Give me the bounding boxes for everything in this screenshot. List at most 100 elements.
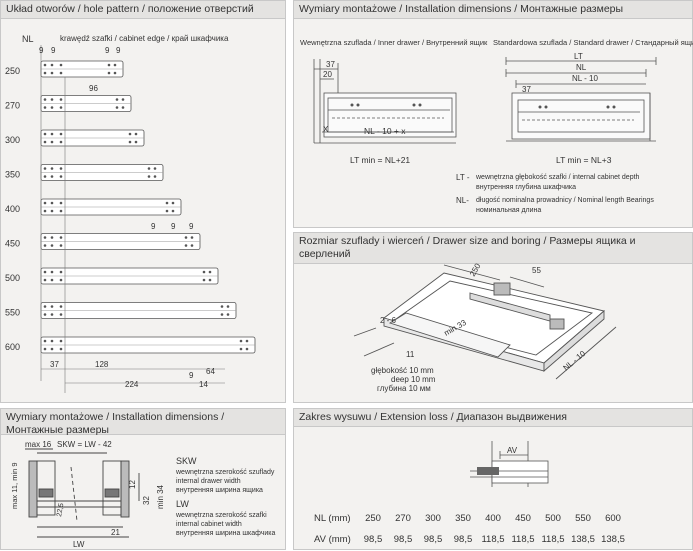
av-cell: 118,5	[541, 534, 565, 545]
mount-hole	[43, 347, 47, 351]
dim-96-label: 96	[89, 84, 98, 93]
lw-line2: internal cabinet width	[176, 521, 242, 528]
mount-hole	[43, 278, 47, 282]
mount-hole	[153, 167, 157, 170]
dim-9-label: 9	[116, 46, 121, 55]
nl-row-label: 450	[5, 239, 20, 249]
installation-bottom-title: Wymiary montażowe / Installation dimensi…	[1, 409, 285, 436]
av-cell: 98,5	[363, 534, 383, 545]
inner-dim-nl10x: NL - 10 + x	[364, 126, 406, 136]
dim-21: 21	[111, 528, 120, 537]
drawer-size-drawing: 250 55 2 - 6 min 33 11 NL - 10	[353, 261, 617, 380]
mount-hole	[43, 339, 47, 343]
dim-128-label: 128	[95, 360, 109, 369]
min34: min 34	[156, 484, 165, 509]
mount-hole	[134, 140, 138, 144]
mount-hole	[245, 347, 249, 351]
inner-drawer-title: Wewnętrzna szuflada / Inner drawer / Вну…	[300, 38, 488, 47]
mount-hole	[43, 140, 47, 144]
av-row-label: AV (mm)	[314, 534, 351, 545]
mount-hole	[184, 244, 188, 247]
mount-hole	[59, 132, 63, 136]
mount-hole	[43, 236, 47, 239]
mount-hole	[202, 278, 206, 282]
mount-hole	[50, 98, 54, 101]
mount-hole	[43, 167, 47, 170]
mount-hole	[239, 347, 243, 351]
mount-hole	[59, 201, 63, 205]
mount-hole	[50, 209, 54, 213]
mount-hole	[50, 63, 54, 67]
mount-hole	[59, 167, 63, 170]
mount-hole	[202, 270, 206, 274]
mount-hole	[121, 98, 125, 101]
installation-panel: Wymiary montażowe / Installation dimensi…	[293, 0, 693, 228]
av-cell: 118,5	[481, 534, 505, 545]
mount-hole	[50, 278, 54, 282]
dim-9-label: 9	[51, 46, 56, 55]
mount-hole	[113, 71, 117, 75]
mount-hole	[153, 175, 157, 178]
lt-min-inner: LT min = NL+21	[350, 155, 410, 165]
nl-row-label: 300	[5, 135, 20, 145]
extension-panel: Zakres wysuwu / Extension loss / Диапазо…	[293, 408, 693, 550]
nl-row-label: 550	[5, 308, 20, 318]
lw-key: LW	[176, 499, 189, 509]
nl-cell: 300	[425, 513, 441, 524]
legend-nl-text2: номинальная длина	[476, 207, 542, 214]
drawer-size-title: Rozmiar szuflady i wierceń / Drawer size…	[294, 233, 692, 264]
mount-hole	[134, 132, 138, 136]
mount-hole	[59, 175, 63, 178]
mount-hole	[115, 106, 119, 109]
mount-hole	[59, 106, 63, 109]
lw-line1: wewnętrzna szerokość szafki	[176, 512, 267, 519]
mount-hole	[59, 339, 63, 343]
standard-drawer-title: Standardowa szuflada / Standard drawer /…	[493, 38, 693, 47]
mount-hole	[147, 175, 151, 178]
side-max-min: max 11, min 9	[10, 462, 19, 509]
dim-2-6: 2 - 6	[380, 316, 397, 325]
dim-55: 55	[532, 266, 541, 275]
hole-pattern-title: Układ otworów / hole pattern / положение…	[1, 1, 285, 19]
mount-hole	[107, 63, 111, 67]
mount-hole	[171, 209, 175, 213]
extension-drawing: AV	[470, 441, 549, 487]
mount-hole	[43, 270, 47, 274]
av-cell: 138,5	[571, 534, 595, 545]
mount-hole	[128, 140, 132, 144]
dim-11: 11	[406, 350, 415, 359]
legend-nl-text1: długość nominalna prowadnicy / Nominal l…	[476, 197, 654, 204]
av-row: AV (mm) 98,5 98,5 98,5 98,5 118,5 118,5 …	[312, 529, 628, 550]
skw-line2: internal drawer width	[176, 478, 241, 485]
dim-64-label: 64	[206, 367, 215, 376]
std-lt: LT	[574, 52, 583, 61]
mount-hole	[190, 244, 194, 247]
mount-hole	[43, 71, 47, 75]
dim-9-label: 9	[39, 46, 44, 55]
av-cell: 98,5	[423, 534, 443, 545]
dim-9-label: 9	[189, 371, 194, 380]
mount-hole	[208, 270, 212, 274]
mount-hole	[50, 201, 54, 205]
installation-drawing: 37 20 X NL - 10 + x LT min = NL+21 LT NL…	[313, 52, 657, 165]
mount-hole	[115, 98, 119, 101]
extension-title: Zakres wysuwu / Extension loss / Диапазо…	[294, 409, 692, 427]
mount-hole	[50, 236, 54, 239]
nl-cell: 250	[365, 513, 381, 524]
skw-eq: SKW = LW - 42	[57, 440, 112, 449]
dim-224-label: 224	[125, 380, 139, 389]
mount-hole	[190, 236, 194, 239]
nl-cell: 270	[395, 513, 411, 524]
mount-hole	[59, 305, 63, 308]
mount-hole	[208, 278, 212, 282]
mount-hole	[43, 63, 47, 67]
nl-cell: 550	[575, 513, 591, 524]
depth-pl: głębokość 10 mm	[371, 366, 434, 375]
mount-hole	[165, 201, 169, 205]
mount-hole	[50, 106, 54, 109]
inner-dim-37: 37	[326, 60, 335, 69]
std-dim-37: 37	[522, 85, 531, 94]
nl-cell: 400	[485, 513, 501, 524]
nl-row-label: 600	[5, 342, 20, 352]
